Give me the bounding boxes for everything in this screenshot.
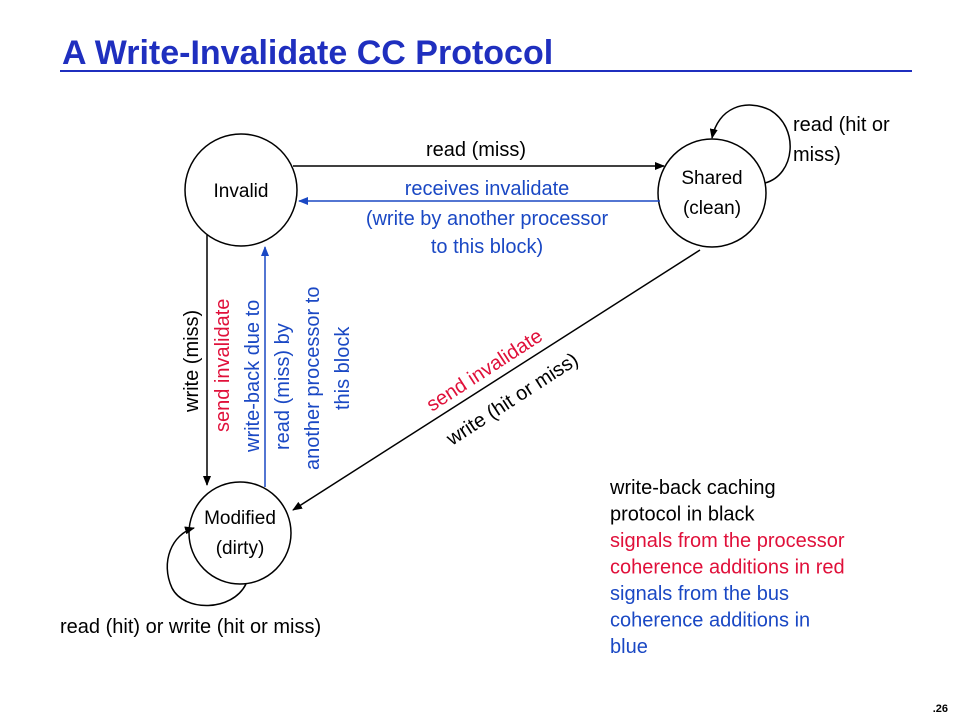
edge-write-back-label-3: another processor to bbox=[302, 287, 324, 470]
legend-line: write-back caching bbox=[609, 477, 776, 499]
edge-write-back-label-2: read (miss) by bbox=[272, 323, 294, 450]
state-shared-label-1: Shared bbox=[681, 168, 742, 189]
edge-shared-self-label-1: read (hit or bbox=[793, 114, 890, 136]
state-modified-label-2: (dirty) bbox=[216, 538, 265, 559]
edge-write-miss-label: write (miss) bbox=[181, 310, 203, 413]
edge-modified-self-loop bbox=[166, 526, 247, 607]
page-title: A Write-Invalidate CC Protocol bbox=[62, 34, 553, 72]
state-invalid-label: Invalid bbox=[214, 181, 269, 202]
state-shared: Shared (clean) bbox=[657, 138, 767, 248]
edge-receives-invalidate-label-2: (write by another processor bbox=[366, 208, 609, 230]
legend-line: coherence additions in bbox=[610, 610, 810, 632]
state-modified: Modified (dirty) bbox=[188, 481, 292, 585]
edge-write-hit-or-miss-arrow bbox=[292, 249, 701, 511]
legend-line: protocol in black bbox=[610, 504, 756, 526]
edge-send-invalidate-left-label: send invalidate bbox=[212, 299, 234, 432]
legend-line: signals from the processor bbox=[610, 530, 845, 552]
legend-line: coherence additions in red bbox=[610, 557, 845, 579]
edge-write-back-label-1: write-back due to bbox=[242, 300, 264, 453]
edge-receives-invalidate-label-3: to this block) bbox=[431, 236, 543, 258]
edge-shared-self-label-2: miss) bbox=[793, 144, 841, 166]
legend-line: blue bbox=[610, 636, 648, 658]
slide-number: .26 bbox=[933, 703, 948, 715]
state-shared-label-2: (clean) bbox=[683, 198, 741, 219]
edge-receives-invalidate-label-1: receives invalidate bbox=[405, 178, 570, 200]
edge-write-back-label-4: this block bbox=[332, 326, 354, 410]
state-invalid: Invalid bbox=[184, 133, 298, 247]
state-modified-label-1: Modified bbox=[204, 508, 276, 529]
edge-modified-self-label: read (hit) or write (hit or miss) bbox=[60, 616, 321, 638]
legend-line: signals from the bus bbox=[610, 583, 789, 605]
edge-shared-self-loop bbox=[709, 104, 791, 184]
legend: write-back caching protocol in black signa… bbox=[609, 477, 845, 658]
edge-read-miss-label: read (miss) bbox=[426, 139, 526, 161]
